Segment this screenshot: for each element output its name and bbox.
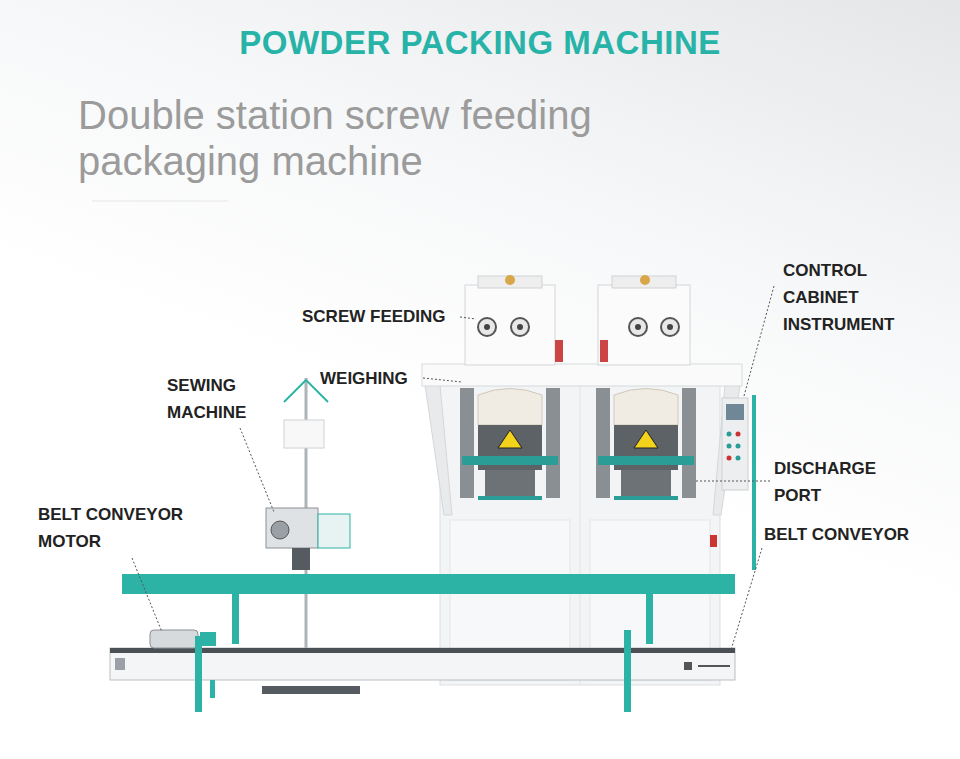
part-label: BELT CONVEYOR bbox=[764, 521, 954, 548]
subtitle: Double station screw feeding packaging m… bbox=[78, 92, 668, 184]
part-label: SCREW FEEDING bbox=[302, 303, 472, 330]
page-title: POWDER PACKING MACHINE bbox=[0, 24, 960, 62]
part-label: DISCHARGE PORT bbox=[774, 455, 899, 509]
part-label: WEIGHING bbox=[320, 365, 440, 392]
part-label: CONTROL CABINET INSTRUMENT bbox=[783, 257, 928, 338]
part-label: BELT CONVEYOR MOTOR bbox=[38, 501, 203, 555]
part-label: SEWING MACHINE bbox=[167, 372, 267, 426]
